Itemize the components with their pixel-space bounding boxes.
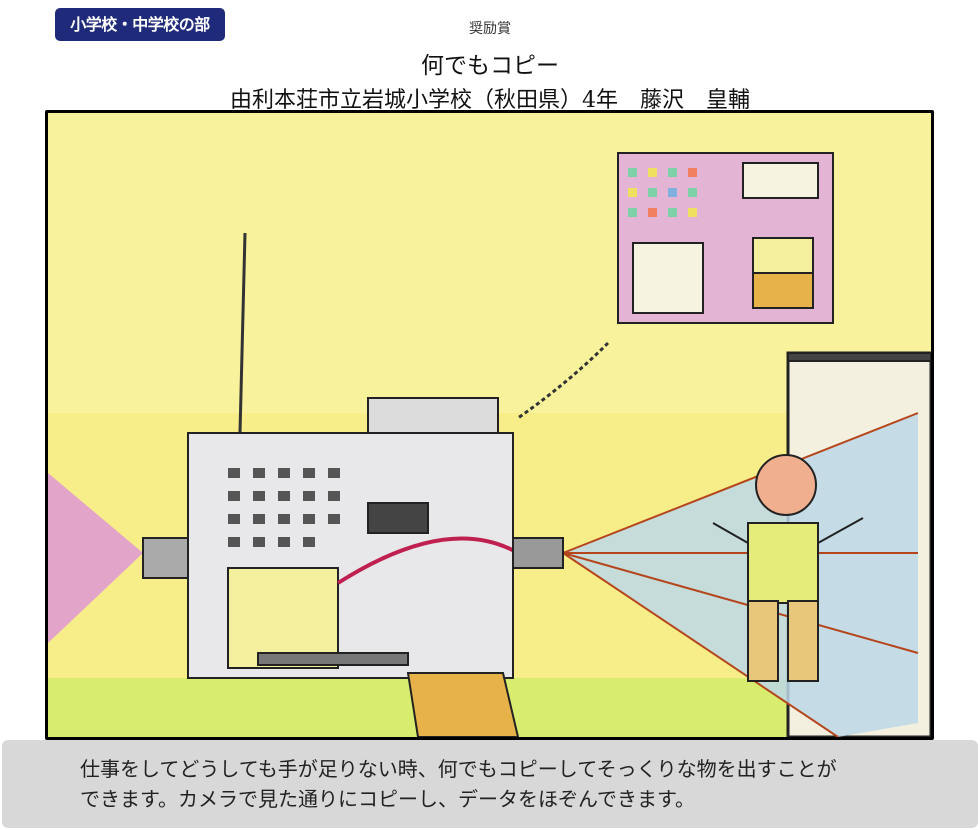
copy-machine-drawing (142, 397, 564, 679)
category-badge: 小学校・中学校の部 (55, 8, 225, 41)
author-line: 由利本荘市立岩城小学校（秋田県）4年 藤沢 皇輔 (230, 88, 750, 113)
award-label: 奨励賞 (469, 21, 511, 37)
artwork-title: 何でもコピー (421, 53, 559, 79)
paper-output (406, 672, 520, 737)
description-line-2: できます。カメラで見た通りにコピーし、データをほぞんできます。 (80, 787, 695, 811)
monitor-device-drawing (617, 152, 931, 362)
description-line-1: 仕事をしてどうしても手が足りない時、何でもコピーしてそっくりな物を出すことが (80, 757, 837, 781)
person-drawing (712, 454, 864, 682)
camera-beam (563, 413, 918, 737)
artwork-image (45, 110, 934, 740)
description-text: 仕事をしてどうしても手が足りない時、何でもコピーしてそっくりな物を出すことが で… (80, 754, 960, 814)
left-beam (48, 473, 143, 643)
description-box: 仕事をしてどうしても手が足りない時、何でもコピーしてそっくりな物を出すことが で… (2, 740, 978, 828)
